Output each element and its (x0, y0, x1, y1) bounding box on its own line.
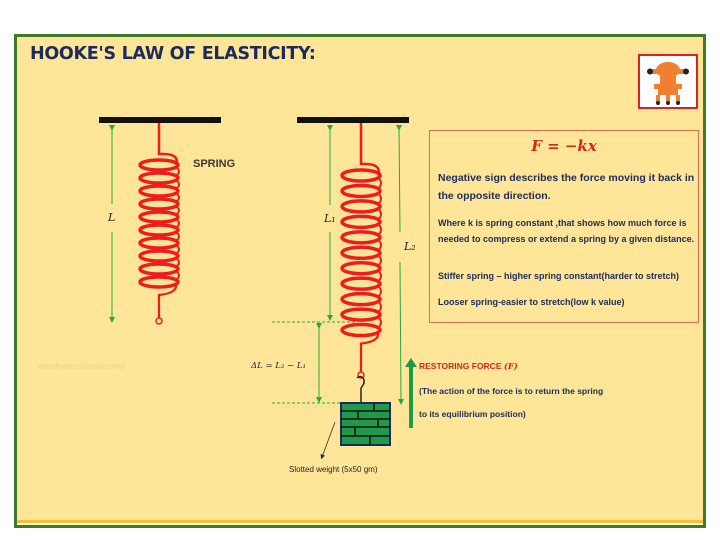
logo (638, 54, 698, 109)
delta-l-label: ΔL = L₂ − L₁ (251, 361, 306, 371)
action-text-line1: (The action of the force is to return th… (419, 386, 604, 396)
spring-coil (340, 245, 382, 261)
spring-coil (340, 307, 382, 322)
restoring-force-label: RESTORING FORCE (F) (419, 361, 518, 372)
spring-coil (340, 291, 382, 307)
looser-spring-text: Looser spring-easier to stretch(low k va… (438, 297, 625, 307)
left-spring (138, 123, 180, 325)
right-support-bar (297, 117, 409, 123)
spring-coil (138, 262, 180, 276)
watermark: eduphysics/n/anmoorthy (38, 362, 125, 371)
spring-coil (138, 223, 180, 237)
spring-coil (138, 171, 180, 185)
bottom-edge (17, 523, 703, 525)
spring-coil (340, 183, 382, 199)
spring-coil (138, 249, 180, 263)
slotted-weight-label: Slotted weight (5x50 gm) (289, 465, 378, 474)
spring-coil (340, 260, 382, 276)
page-title: HOOKE'S LAW OF ELASTICITY: (30, 44, 316, 64)
spring-coil (138, 210, 180, 224)
spring-coil (138, 158, 180, 172)
l1-label: L₁ (324, 212, 336, 225)
restoring-force-arrowhead (405, 358, 417, 367)
theodolite-icon (647, 62, 689, 105)
bottom-strip (17, 520, 703, 523)
l2-arrow-bottom (397, 261, 404, 405)
stiffer-spring-text: Stiffer spring – higher spring constant(… (438, 271, 680, 281)
spring-coil (340, 230, 382, 245)
spring-coil (340, 214, 382, 230)
spring-coil (138, 184, 180, 198)
restoring-force-symbol: (F) (503, 362, 518, 372)
negative-sign-text: Negative sign describes the force moving… (438, 172, 695, 202)
formula: F = −kx (531, 137, 597, 155)
right-spring (340, 123, 382, 379)
spring-coil (340, 276, 382, 291)
spring-coil (138, 197, 180, 211)
l2-arrow-top (395, 124, 402, 233)
hook (356, 375, 365, 389)
l2-label: L₂ (404, 240, 416, 253)
weight-pointer-arrow (320, 421, 336, 460)
spring-coil (340, 168, 382, 183)
action-text-line2: to its equilibrium position) (419, 409, 526, 419)
left-support-bar (99, 117, 221, 123)
spring-coil (138, 236, 180, 250)
slotted-weight (340, 402, 391, 446)
length-label: L (108, 211, 116, 224)
spring-coil (340, 199, 382, 214)
spring-coil (340, 322, 382, 338)
spring-label: SPRING (193, 158, 236, 170)
spring-constant-text: Where k is spring constant ,that shows h… (438, 218, 695, 244)
info-box: F = −kx Negative sign describes the forc… (429, 130, 699, 323)
restoring-force-text: RESTORING FORCE (419, 361, 502, 371)
spring-coil (138, 275, 180, 289)
